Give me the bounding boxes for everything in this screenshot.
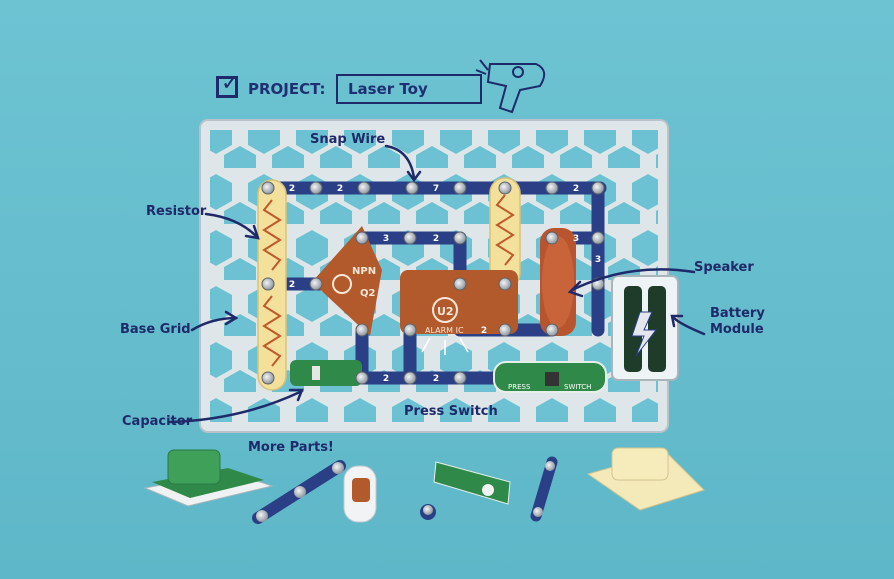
callout-arrows — [168, 144, 706, 424]
wire-number: 2 — [433, 234, 439, 244]
part-single-snap — [420, 504, 436, 520]
project-name: Laser Toy — [348, 80, 428, 98]
wire-number: 2 — [289, 280, 295, 290]
wire-number: 2 — [337, 184, 343, 194]
ic-name: ALARM IC — [425, 326, 464, 335]
callout-battery: Battery — [710, 306, 765, 321]
alarm-ic: U2 ALARM IC — [400, 270, 518, 355]
callout-more-parts: More Parts! — [248, 440, 334, 455]
callout-module: Module — [710, 322, 764, 337]
part-blue-wire-long — [252, 460, 346, 524]
project-header: ✓ PROJECT: Laser Toy — [216, 71, 488, 110]
battery-module — [611, 275, 679, 381]
callout-snap-wire: Snap Wire — [310, 132, 386, 147]
wire-number: 3 — [573, 234, 579, 244]
wire-number: 7 — [433, 184, 439, 194]
npn-transistor: NPN Q2 — [312, 226, 382, 336]
wire-numbers: 2 2 7 2 3 2 3 2 2 2 2 3 — [289, 184, 601, 384]
callout-speaker: Speaker — [694, 260, 754, 275]
ic-id: U2 — [437, 305, 454, 318]
wire-number: 2 — [481, 326, 487, 336]
part-yellow-module — [586, 447, 705, 511]
wire-number: 3 — [383, 234, 389, 244]
part-green-module — [143, 449, 274, 507]
callout-resistor: Resistor — [146, 204, 207, 219]
transistor-type: NPN — [352, 266, 376, 277]
switch-left-label: PRESS — [508, 383, 531, 391]
press-switch: PRESS SWITCH — [493, 361, 607, 393]
part-white-component — [343, 465, 377, 523]
more-parts — [143, 447, 705, 524]
checkmark-icon: ✓ — [221, 71, 240, 96]
part-blue-wire-short — [530, 456, 558, 522]
callout-capacitor: Capacitor — [122, 414, 193, 429]
project-name-box: Laser Toy — [336, 74, 482, 104]
resistor-right — [489, 177, 521, 289]
wire-number: 2 — [383, 374, 389, 384]
project-checkbox: ✓ — [216, 71, 239, 98]
wire-number: 2 — [573, 184, 579, 194]
switch-right-label: SWITCH — [564, 383, 591, 391]
laser-gun-doodle — [475, 59, 546, 114]
callout-base-grid: Base Grid — [120, 322, 191, 337]
wire-number: 2 — [433, 374, 439, 384]
transistor-id: Q2 — [360, 288, 376, 299]
wire-number: 2 — [289, 184, 295, 194]
part-green-switch — [433, 461, 511, 505]
project-label: PROJECT: — [248, 80, 326, 98]
callout-press-switch: Press Switch — [404, 404, 498, 419]
capacitor — [290, 360, 362, 386]
speaker — [540, 228, 576, 336]
wire-number: 3 — [595, 255, 601, 265]
